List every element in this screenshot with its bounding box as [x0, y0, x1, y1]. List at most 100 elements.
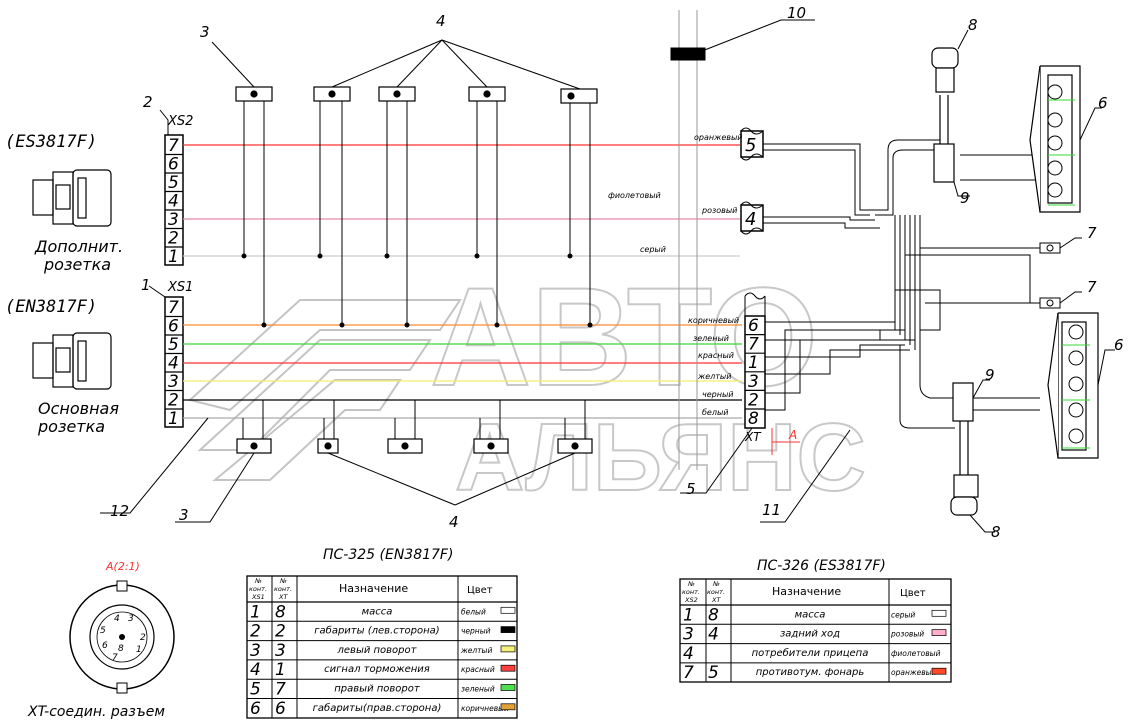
callout-8-bottom: 8	[991, 523, 1001, 541]
xt-label: XT	[744, 430, 762, 444]
row-color-swatch	[931, 629, 947, 636]
table-ps325: ПС-325 (EN3817F) № конт. XS1 № конт. XT …	[246, 547, 518, 719]
row-xs-pin: 3	[250, 641, 261, 661]
row-xt-pin: 3	[275, 641, 286, 661]
svg-text:3: 3	[128, 614, 134, 624]
callout-1: 1	[141, 276, 151, 294]
right-harness	[763, 139, 1040, 429]
row-xs-pin: 4	[683, 644, 694, 664]
callout-5: 5	[686, 480, 696, 498]
svg-text:4: 4	[114, 614, 120, 624]
xs2-name-1: Дополнит.	[34, 237, 123, 256]
row-xs-pin: 6	[250, 699, 261, 719]
xs2-pin-6: 6	[168, 155, 179, 175]
row-color: желтый	[460, 646, 492, 655]
svg-text:7: 7	[112, 653, 118, 663]
xt-lower-pin-1: 1	[748, 353, 759, 373]
ps325-h1c: XS1	[251, 593, 265, 601]
row-xt-pin: 2	[275, 622, 286, 642]
xs2-pin-3: 3	[168, 210, 179, 230]
callout-4-top: 4	[436, 12, 446, 30]
lamps-upper	[1047, 84, 1075, 206]
row-purpose: масса	[795, 609, 826, 620]
wl-fiolet: фиолетовый	[608, 191, 661, 200]
view-a-scale: A(2:1)	[105, 560, 140, 573]
row-color: коричневый	[461, 704, 509, 713]
row-color: черный	[461, 627, 491, 636]
wl-zelen: зеленый	[693, 334, 729, 343]
table-ps326: ПС-326 (ES3817F) № конт. XS2 № конт. XT …	[679, 558, 952, 683]
row-xt-pin: 6	[275, 699, 286, 719]
xs2-code: (ES3817F)	[5, 132, 97, 152]
ps326-h1a: №	[687, 580, 695, 588]
row-color-swatch	[500, 703, 516, 711]
watermark-line2: АЛЬЯНС	[455, 404, 866, 511]
row-xs-pin: 7	[683, 663, 694, 683]
ps326-h1c: XS2	[684, 596, 698, 604]
ps325-h4: Цвет	[467, 585, 493, 596]
row-xs-pin: 1	[683, 605, 694, 625]
callout-6-bottom: 6	[1114, 336, 1124, 354]
callout-9-bottom: 9	[985, 366, 995, 384]
wl-zhelt: желтый	[697, 372, 731, 381]
socket-caption: XT-соедин. разъем	[27, 704, 165, 720]
xt-upper-block: 5 4	[740, 127, 764, 235]
ps326-h1b: конт.	[682, 588, 700, 596]
svg-text:2: 2	[140, 633, 146, 643]
svg-text:1: 1	[136, 645, 142, 655]
callout-6-top: 6	[1098, 94, 1108, 112]
xt-lower-pin-8: 8	[748, 409, 759, 429]
row-purpose: потребители прицепа	[752, 647, 869, 659]
row-xt-pin: 5	[708, 663, 719, 683]
socket-xs1-drawing	[32, 332, 112, 390]
row-color: белый	[461, 607, 486, 616]
callout-12: 12	[110, 502, 129, 520]
wl-rozov: розовый	[701, 206, 737, 215]
xs2-pin-1: 1	[168, 247, 179, 267]
lamps-lower	[1062, 324, 1090, 449]
row-color-swatch	[500, 606, 516, 614]
row-color: серый	[891, 610, 915, 619]
ps326-h2c: XT	[711, 596, 721, 604]
row-color-swatch	[931, 609, 947, 617]
ps325-h1a: №	[254, 577, 262, 585]
xt-pin-4: 4	[745, 209, 756, 230]
leaders	[100, 19, 851, 523]
xs2-label: XS2	[167, 114, 193, 129]
bottom-clamp-risers	[242, 400, 586, 439]
bottom-clamps	[236, 438, 593, 454]
xs1-name-2: розетка	[37, 417, 105, 436]
socket-xs2-drawing	[32, 169, 112, 227]
xs2-pin-2: 2	[168, 229, 179, 249]
row-color-swatch	[500, 684, 516, 691]
callout-numbers: 1 2 3 4 12 3 4 5 11 10 8 6 9 7 7 6 9 8	[110, 4, 1124, 541]
xs2-pin-7: 7	[168, 136, 179, 156]
row-xs-pin: 3	[683, 625, 694, 645]
callout-11: 11	[762, 501, 781, 519]
row-color: розовый	[890, 630, 924, 639]
table-ps326-title: ПС-326 (ES3817F)	[757, 558, 886, 574]
xs1-pin-3: 3	[168, 372, 179, 392]
wl-oranzh: оранжевый	[694, 133, 742, 142]
xt-lower-pin-7: 7	[748, 335, 759, 355]
right-leaders	[953, 29, 1115, 533]
row-purpose: габариты (лев.сторона)	[314, 625, 439, 637]
xs2-pin-4: 4	[168, 192, 179, 212]
row-xt-pin: 8	[708, 605, 719, 625]
svg-text:6: 6	[102, 641, 108, 651]
row-color-swatch	[500, 626, 516, 633]
callout-10: 10	[787, 4, 806, 22]
callout-3-top: 3	[200, 23, 210, 41]
row-xt-pin: 7	[275, 680, 286, 700]
row-purpose: масса	[362, 606, 393, 617]
ps326-h2b: конт.	[707, 588, 725, 596]
